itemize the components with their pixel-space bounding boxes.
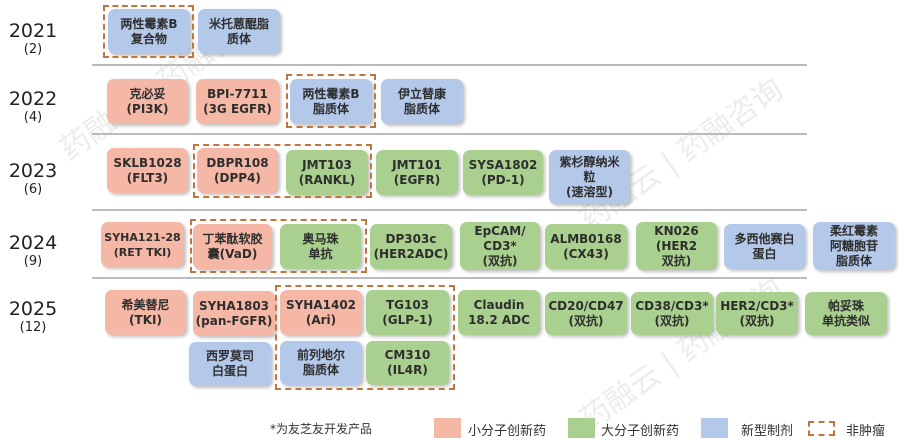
legend-swatch-formulation: [701, 418, 728, 438]
divider: [92, 64, 807, 66]
legend-label-small-molecule: 小分子创新药: [468, 424, 547, 439]
year-2022: 2022(4): [8, 88, 58, 125]
drug-card: 丁苯酞软胶 囊(VaD): [193, 224, 272, 269]
drug-card: EpCAM/ CD3* (双抗): [460, 222, 540, 270]
drug-card: HER2/CD3* (双抗): [716, 292, 798, 335]
drug-card: 克必妥 (PI3K): [107, 79, 188, 124]
drug-card: SYHA1402 (Ari): [280, 290, 362, 335]
legend-label-formulation: 新型制剂: [741, 424, 794, 439]
divider: [92, 133, 807, 135]
year-2023: 2023(6): [8, 160, 58, 197]
drug-card: JMT101 (EGFR): [376, 150, 458, 195]
drug-card: TG103 (GLP-1): [366, 290, 449, 335]
non-tumor-outline: [286, 74, 376, 128]
non-tumor-outline: [103, 5, 194, 58]
drug-card: JMT103 (RANKL): [286, 150, 368, 195]
drug-card: CD20/CD47 (双抗): [545, 292, 627, 335]
drug-card: SYSA1802 (PD-1): [463, 150, 543, 195]
divider: [92, 277, 807, 279]
drug-card: 柔红霉素 阿糖胞苷 脂质体: [813, 222, 895, 270]
drug-card: DBPR108 (DPP4): [197, 148, 278, 193]
drug-card: CD38/CD3* (双抗): [631, 292, 713, 335]
drug-card: Claudin 18.2 ADC: [458, 290, 540, 335]
drug-card: 前列地尔 脂质体: [280, 341, 362, 385]
drug-card: SYHA1803 (pan-FGFR): [193, 291, 275, 336]
drug-card: 西罗莫司 白蛋白: [189, 342, 271, 386]
drug-card: 两性霉素B 脂质体: [290, 79, 372, 124]
year-2025: 2025(12): [8, 298, 58, 335]
legend-swatch-large-molecule: [568, 418, 595, 438]
legend-swatch-non-tumor: [808, 421, 835, 436]
drug-card: ALMB0168 (CX43): [545, 224, 627, 269]
drug-card: KN026 (HER2 双抗): [636, 222, 717, 270]
drug-card: 奥马珠 单抗: [280, 224, 361, 269]
footnote: *为友芝友开发产品: [270, 422, 373, 436]
legend-label-large-molecule: 大分子创新药: [601, 424, 680, 439]
drug-card: BPI-7711 (3G EGFR): [196, 79, 279, 124]
drug-card: 多西他赛白 蛋白: [724, 224, 805, 269]
drug-card: SKLB1028 (FLT3): [107, 148, 188, 193]
drug-card: 帕妥珠 单抗类似: [805, 292, 887, 335]
drug-card: 伊立替康 脂质体: [381, 79, 463, 124]
legend-label-non-tumor: 非肿瘤: [846, 424, 886, 439]
year-2021: 2021(2): [8, 20, 58, 57]
drug-card: DP303c (HER2ADC): [370, 224, 452, 269]
legend-swatch-small-molecule: [434, 418, 461, 438]
non-tumor-outline: [275, 285, 455, 390]
drug-card: 紫杉醇纳米 粒 (速溶型): [549, 150, 630, 204]
year-2024: 2024(9): [8, 232, 58, 269]
non-tumor-outline: [190, 219, 367, 273]
divider: [92, 209, 807, 211]
drug-card: 两性霉素B 复合物: [108, 9, 190, 54]
drug-card: 希美替尼 (TKI): [105, 290, 186, 335]
drug-card: 米托蒽醌脂 质体: [198, 9, 280, 54]
drug-card: SYHA121-28 (RET TKI): [101, 222, 184, 267]
drug-card: CM310 (IL4R): [366, 341, 449, 385]
non-tumor-outline: [193, 144, 372, 198]
